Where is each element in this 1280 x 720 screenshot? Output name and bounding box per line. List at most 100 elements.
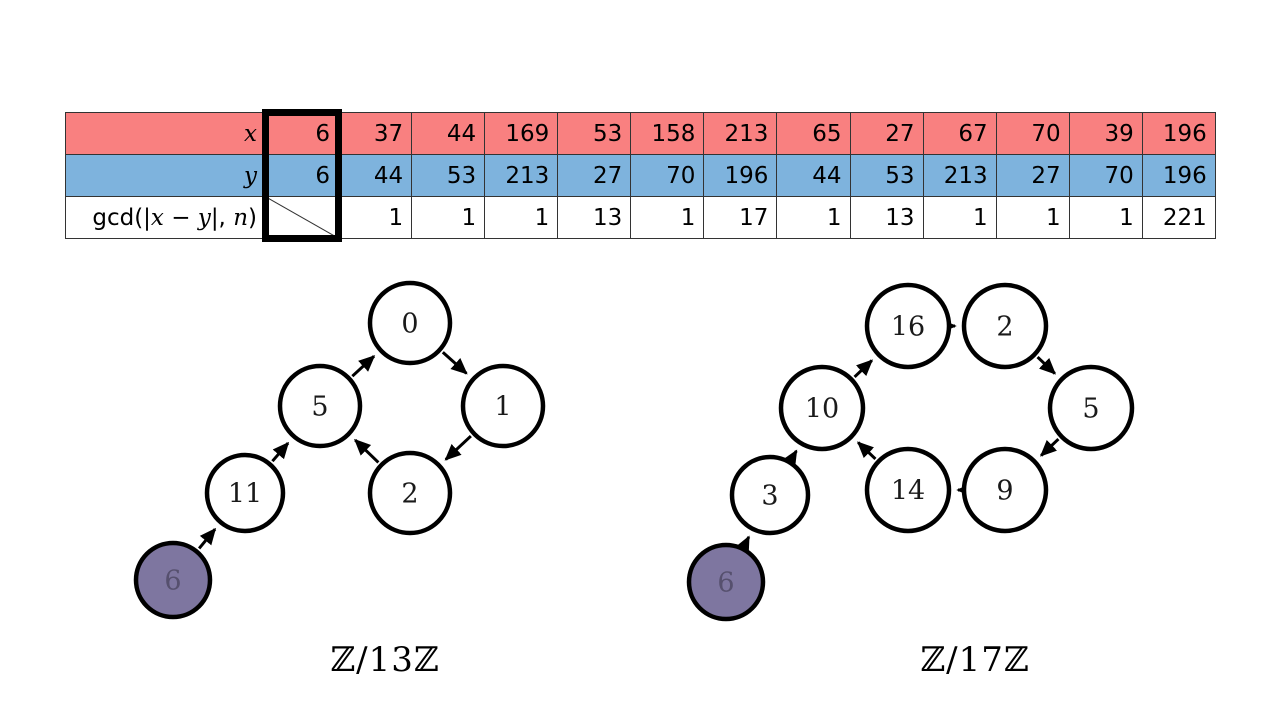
cell-x-7: 65 xyxy=(776,112,851,155)
graph-node-16 xyxy=(864,282,952,370)
cell-gcd-11: 1 xyxy=(1068,196,1143,239)
cell-x-2: 44 xyxy=(411,112,486,155)
graph-node-label-14: 14 xyxy=(891,476,925,507)
gcd-var-n: n xyxy=(233,204,249,231)
cell-y-7: 44 xyxy=(776,154,851,197)
graph-edge-0-to-1 xyxy=(441,351,468,375)
cell-x-12: 196 xyxy=(1141,112,1216,155)
cell-x-3: 169 xyxy=(484,112,559,155)
cell-gcd-12: 221 xyxy=(1141,196,1216,239)
graph-node-label-16: 16 xyxy=(891,312,925,343)
cell-x-0: 6 xyxy=(262,109,343,159)
cell-x-4: 53 xyxy=(557,112,632,155)
cell-x-5: 158 xyxy=(630,112,705,155)
graph-node-label-2: 2 xyxy=(401,479,418,510)
graph-edge-5-to-0 xyxy=(351,355,376,378)
graph-node-label-5: 5 xyxy=(311,392,328,423)
graph-node-label-6: 6 xyxy=(717,568,734,599)
cell-gcd-1: 1 xyxy=(338,196,413,239)
graph-node-label-3: 3 xyxy=(761,481,778,512)
rho-cycle-graph-mod-13: 6 11 5 0 1 2 xyxy=(95,265,615,685)
row-label-x-text: x xyxy=(244,120,257,147)
caption-group-z13: ℤ/13ℤ xyxy=(330,640,440,680)
graph-edge-6-to-11 xyxy=(197,527,217,550)
graph-node-5 xyxy=(277,363,363,449)
row-label-gcd: gcd(|x − y|, n) xyxy=(65,196,266,239)
cell-gcd-10: 1 xyxy=(995,196,1070,239)
graph-node-label-6: 6 xyxy=(164,566,181,597)
cell-gcd-4: 13 xyxy=(557,196,632,239)
graph-node-label-2: 2 xyxy=(996,312,1013,343)
cell-gcd-9: 1 xyxy=(922,196,997,239)
row-label-x: x xyxy=(65,112,266,155)
graph-node-0 xyxy=(367,280,453,366)
graph-node-label-11: 11 xyxy=(228,479,262,510)
graph-edge-1-to-2 xyxy=(444,434,472,461)
cell-y-3: 213 xyxy=(484,154,559,197)
gcd-mid: |, xyxy=(210,204,234,231)
cell-y-1: 44 xyxy=(338,154,413,197)
graph-node-14 xyxy=(864,446,952,534)
cell-gcd-8: 13 xyxy=(849,196,924,239)
cell-y-10: 27 xyxy=(995,154,1070,197)
graph-node-1 xyxy=(460,363,546,449)
graph-edge-2-to-5 xyxy=(1036,355,1057,375)
cell-x-9: 67 xyxy=(922,112,997,155)
cell-y-12: 196 xyxy=(1141,154,1216,197)
empty-cell-diagonal-icon xyxy=(266,197,338,238)
caption-group-z17: ℤ/17ℤ xyxy=(920,640,1030,680)
graph-node-6-start xyxy=(686,542,766,622)
cell-x-11: 39 xyxy=(1068,112,1143,155)
graph-node-2 xyxy=(961,282,1049,370)
graph-node-label-5: 5 xyxy=(1082,394,1099,425)
cell-y-9: 213 xyxy=(922,154,997,197)
graph-edge-14-to-10 xyxy=(856,441,877,461)
cell-gcd-2: 1 xyxy=(411,196,486,239)
cell-y-8: 53 xyxy=(849,154,924,197)
row-label-y: y xyxy=(65,154,266,197)
graph-node-label-10: 10 xyxy=(805,394,839,425)
graph-node-3 xyxy=(729,454,811,536)
cell-gcd-5: 1 xyxy=(630,196,705,239)
cell-x-10: 70 xyxy=(995,112,1070,155)
cell-y-0: 6 xyxy=(262,151,343,201)
cell-gcd-3: 1 xyxy=(484,196,559,239)
cell-x-6: 213 xyxy=(703,112,778,155)
graph-node-5 xyxy=(1047,364,1135,452)
gcd-suffix: ) xyxy=(248,204,257,231)
rho-cycle-graph-mod-17: 6 3 10 16 2 5 9 14 xyxy=(640,265,1200,685)
gcd-var-x: x xyxy=(150,204,164,231)
graph-node-11 xyxy=(204,452,286,534)
graph-edge-11-to-5 xyxy=(271,441,290,463)
cell-x-8: 27 xyxy=(849,112,924,155)
graph-left-canvas: 6 11 5 0 1 2 xyxy=(133,280,546,620)
row-label-y-text: y xyxy=(244,162,257,189)
graph-node-9 xyxy=(961,446,1049,534)
cell-x-1: 37 xyxy=(338,112,413,155)
graph-node-label-1: 1 xyxy=(494,392,511,423)
gcd-prefix: gcd(| xyxy=(92,204,151,231)
cell-gcd-6: 17 xyxy=(703,196,778,239)
graph-edge-5-to-9 xyxy=(1039,437,1060,457)
cell-y-5: 70 xyxy=(630,154,705,197)
graph-edge-10-to-16 xyxy=(853,359,874,379)
cell-y-11: 70 xyxy=(1068,154,1143,197)
graph-edge-2-to-5 xyxy=(354,438,380,464)
cell-gcd-0 xyxy=(262,193,343,243)
graph-right-canvas: 6 3 10 16 2 5 9 14 xyxy=(686,282,1135,622)
graph-node-label-9: 9 xyxy=(996,476,1013,507)
graph-edge-3-to-10 xyxy=(782,449,798,468)
graph-edge-6-to-3 xyxy=(735,535,751,554)
cell-y-6: 196 xyxy=(703,154,778,197)
cell-y-2: 53 xyxy=(411,154,486,197)
gcd-minus-sign: − xyxy=(163,204,198,231)
cell-y-4: 27 xyxy=(557,154,632,197)
graph-node-2 xyxy=(367,450,453,536)
graph-node-6-start xyxy=(133,540,213,620)
gcd-var-y: y xyxy=(197,204,211,231)
graph-node-label-0: 0 xyxy=(401,309,418,340)
